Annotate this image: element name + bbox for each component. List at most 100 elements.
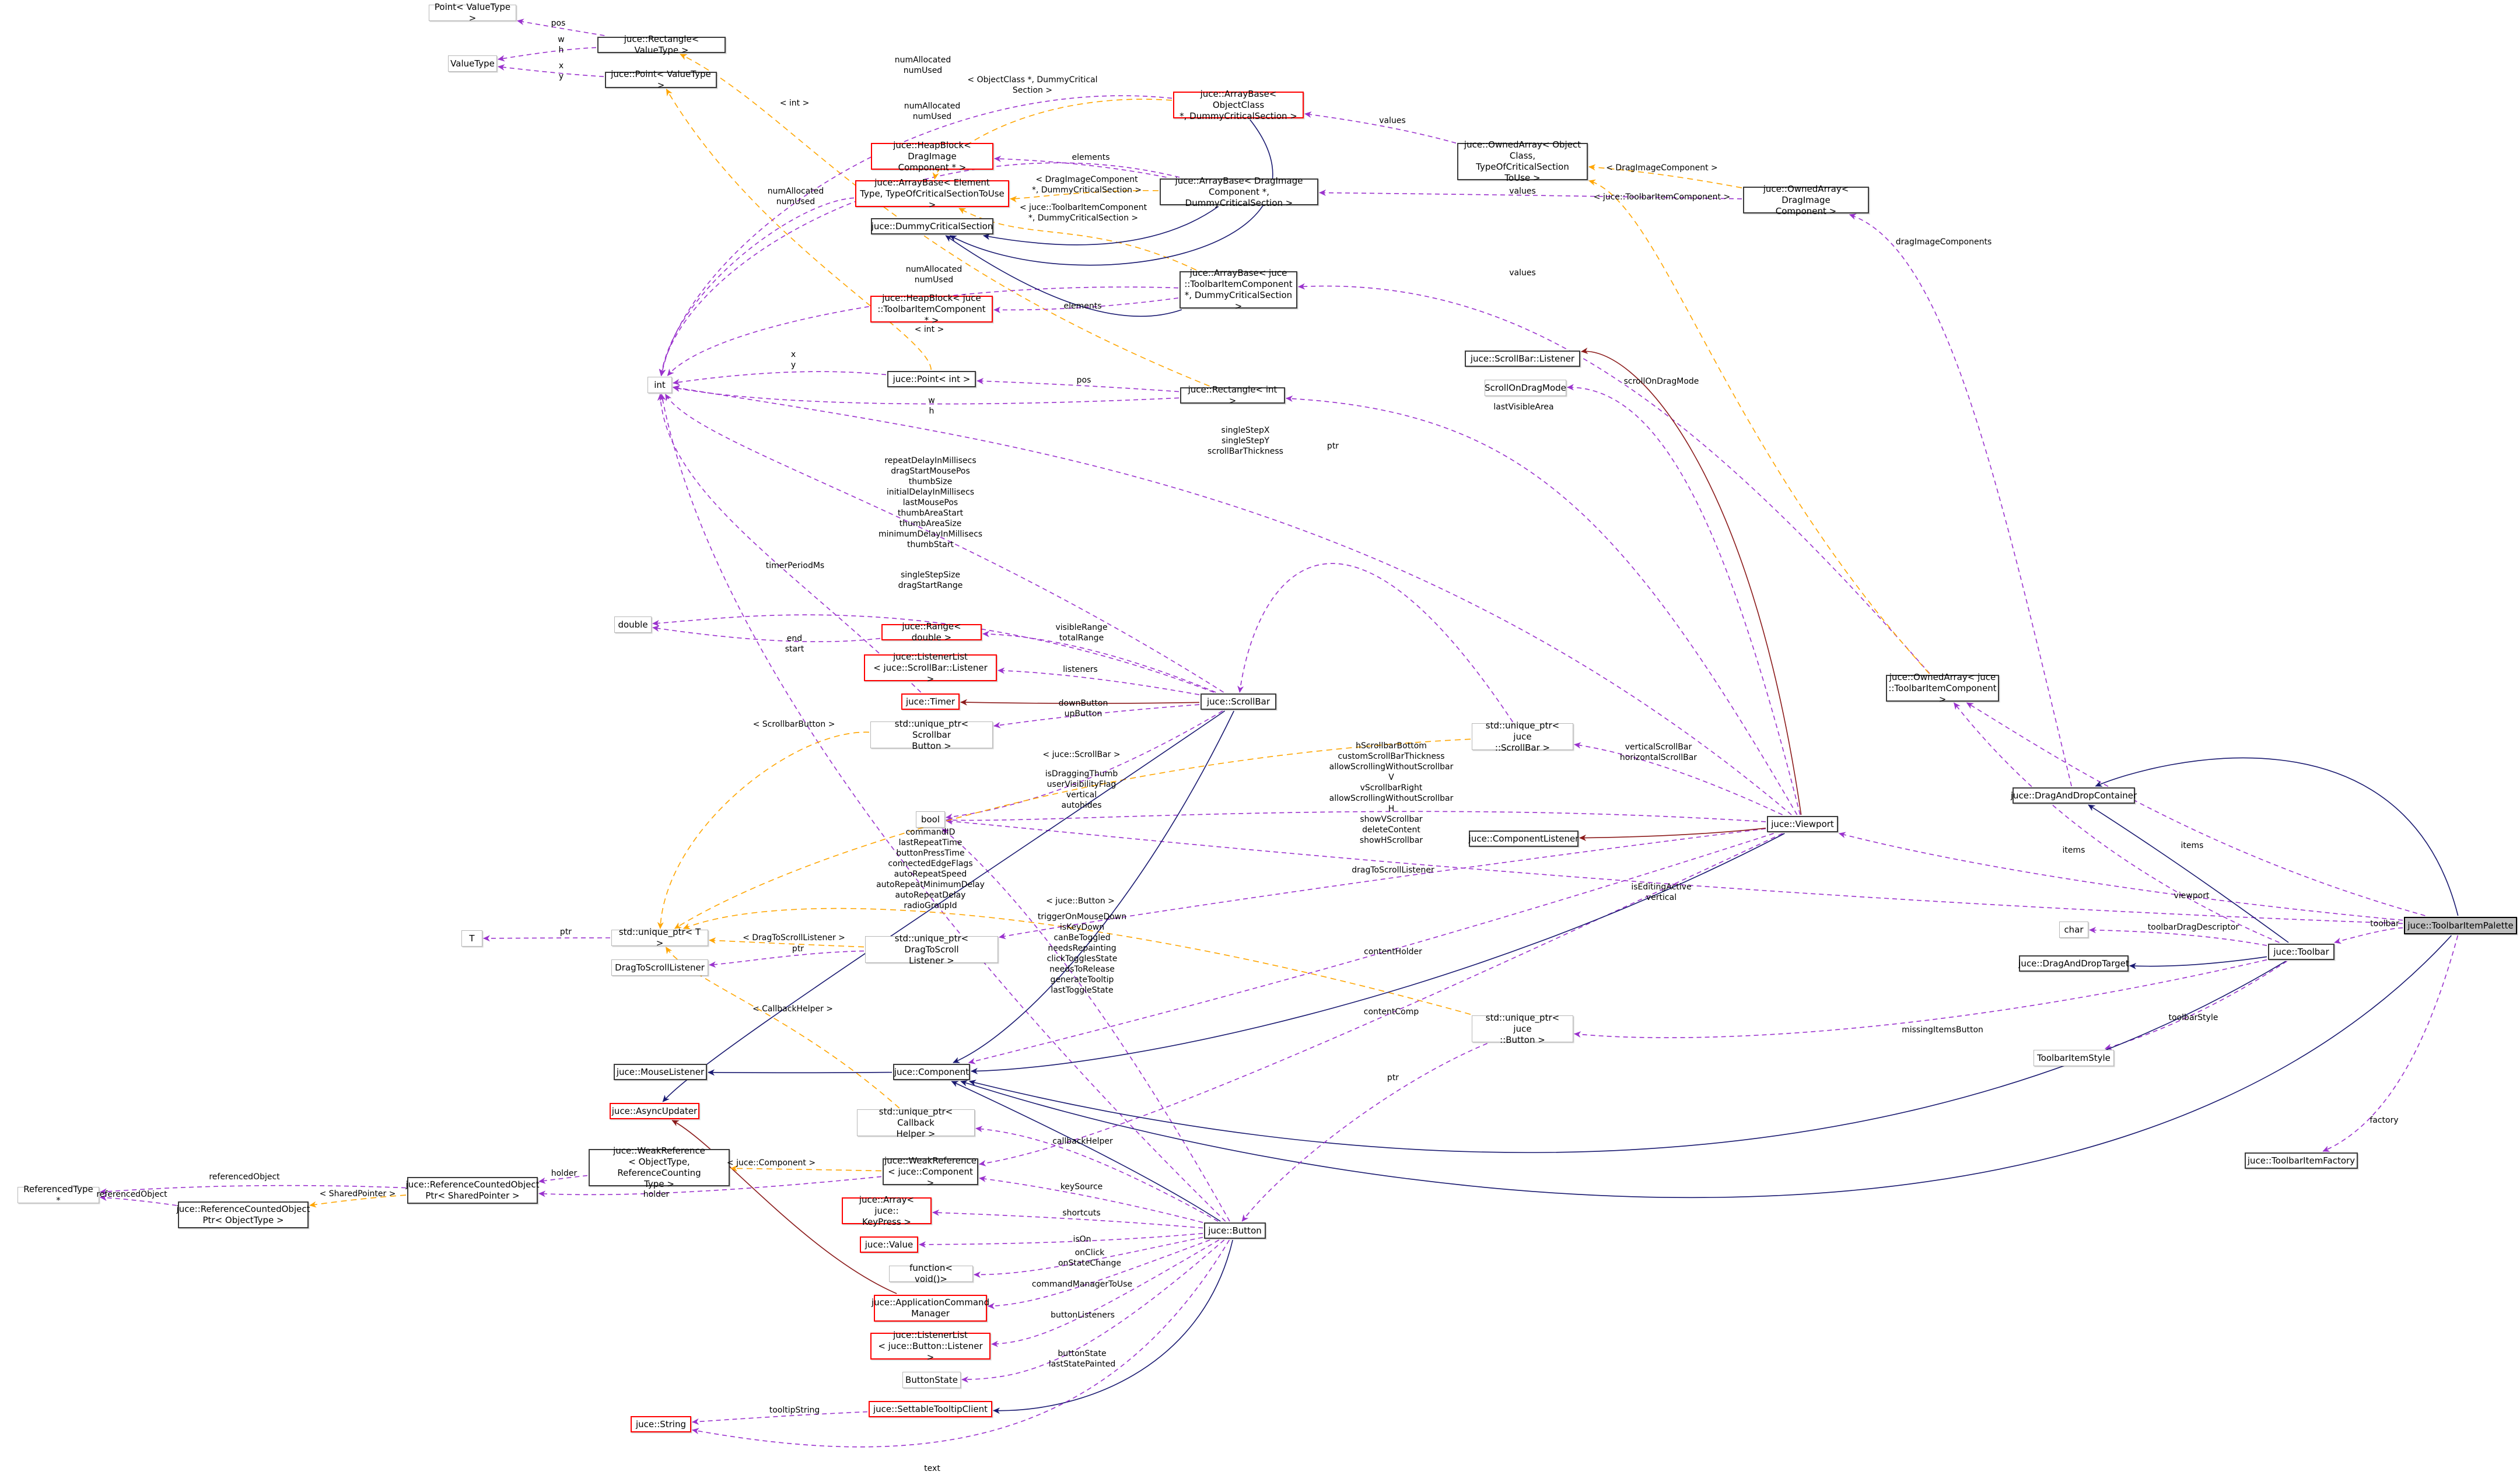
node-dragtoscrolllistener[interactable]: DragToScrollListener — [611, 959, 708, 976]
edge-n34-n37 — [968, 961, 2286, 1153]
edge-n35-n37 — [960, 935, 2452, 1199]
node-int[interactable]: int — [648, 377, 672, 393]
node-ownedarray-toolbaritemcomponent[interactable]: juce::OwnedArray< juce ::ToolbarItemComp… — [1886, 672, 1999, 705]
node-uniqueptr-juce-scrollbar[interactable]: std::unique_ptr< juce ::ScrollBar > — [1472, 720, 1573, 753]
node-arraybase-objectclass-label: juce::ArrayBase< ObjectClass *, DummyCri… — [1180, 88, 1297, 121]
node-t[interactable]: T — [461, 930, 482, 947]
node-arraybase-objectclass[interactable]: juce::ArrayBase< ObjectClass *, DummyCri… — [1173, 89, 1304, 121]
node-juce-point-valuetype-label: juce::Point< ValueType > — [611, 69, 711, 90]
node-juce-draganddropcontainer[interactable]: juce::DragAndDropContainer — [2011, 787, 2137, 804]
edge-n13-n11 — [945, 235, 1182, 317]
node-applicationcommandmanager[interactable]: juce::ApplicationCommand Manager — [872, 1295, 989, 1322]
node-juce-component-label: juce::Component — [894, 1066, 970, 1077]
edge-n35-n27 — [1838, 832, 2403, 921]
node-double[interactable]: double — [614, 616, 652, 633]
node-arraybase-dragimagecomponent[interactable]: juce::ArrayBase< DragImage Component *, … — [1160, 176, 1318, 208]
node-juce-viewport[interactable]: juce::Viewport — [1767, 816, 1838, 832]
node-scrollondragmode[interactable]: ScrollOnDragMode — [1485, 380, 1566, 396]
edge-n43-n44 — [988, 1239, 1210, 1309]
edge-n9-n8 — [1588, 164, 1742, 188]
node-referencecountedobjectptr-objecttype-label: juce::ReferenceCountedObject Ptr< Object… — [176, 1204, 310, 1225]
node-juce-asyncupdater[interactable]: juce::AsyncUpdater — [610, 1103, 699, 1119]
node-juce-toolbar-label: juce::Toolbar — [2273, 946, 2329, 957]
edge-n7-n15 — [659, 162, 1180, 376]
node-uniqueptr-dragtoscrolllistener-label: std::unique_ptr< DragToScroll Listener > — [894, 933, 969, 966]
node-arraybase-dragimagecomponent-label: juce::ArrayBase< DragImage Component *, … — [1175, 175, 1303, 208]
node-toolbaritemstyle[interactable]: ToolbarItemStyle — [2034, 1050, 2114, 1066]
node-valuetype[interactable]: ValueType — [448, 55, 497, 72]
node-uniqueptr-juce-button[interactable]: std::unique_ptr< juce ::Button > — [1472, 1012, 1573, 1045]
node-juce-draganddroptarget-label: juce::DragAndDropTarget — [2018, 958, 2129, 969]
node-uniqueptr-t[interactable]: std::unique_ptr< T > — [611, 927, 708, 948]
node-toolbaritemstyle-label: ToolbarItemStyle — [2037, 1052, 2110, 1063]
edge-n38-n56 — [665, 947, 900, 1109]
node-juce-scrollbar[interactable]: juce::ScrollBar — [1200, 693, 1276, 710]
node-listenerlist-button-listener-label: juce::ListenerList < juce::Button::Liste… — [878, 1329, 983, 1362]
node-juce-rectangle-valuetype[interactable]: juce::Rectangle< ValueType > — [597, 34, 726, 55]
node-juce-value[interactable]: juce::Value — [860, 1236, 918, 1253]
node-point-valuetype-generic[interactable]: Point< ValueType > — [429, 2, 516, 23]
edge-n7-n6 — [994, 155, 1167, 178]
node-t-label: T — [469, 933, 475, 944]
node-juce-array-keypress[interactable]: juce::Array< juce:: KeyPress > — [842, 1194, 932, 1227]
node-buttonstate[interactable]: ButtonState — [902, 1372, 961, 1388]
node-juce-settabletooltipclient[interactable]: juce::SettableTooltipClient — [869, 1401, 992, 1417]
node-juce-mouselistener[interactable]: juce::MouseListener — [614, 1064, 707, 1080]
node-heapblock-toolbaritemcomponent-label: juce::HeapBlock< juce ::ToolbarItemCompo… — [877, 292, 986, 325]
node-buttonstate-label: ButtonState — [905, 1374, 958, 1385]
node-juce-range-double[interactable]: juce::Range< double > — [881, 621, 982, 643]
node-juce-timer[interactable]: juce::Timer — [901, 693, 960, 710]
node-juce-mouselistener-label: juce::MouseListener — [616, 1066, 705, 1077]
node-scrollbar-listener[interactable]: juce::ScrollBar::Listener — [1465, 351, 1580, 367]
node-uniqueptr-scrollbarbutton[interactable]: std::unique_ptr< Scrollbar Button > — [870, 719, 993, 751]
node-juce-toolbaritemfactory[interactable]: juce::ToolbarItemFactory — [2245, 1152, 2358, 1169]
node-arraybase-elementtype[interactable]: juce::ArrayBase< Element Type, TypeOfCri… — [855, 177, 1009, 210]
node-juce-string[interactable]: juce::String — [631, 1416, 691, 1432]
node-weakreference-juce-component[interactable]: juce::WeakReference < juce::Component > — [883, 1155, 978, 1188]
node-referencecountedobjectptr-objecttype[interactable]: juce::ReferenceCountedObject Ptr< Object… — [176, 1201, 310, 1228]
node-ownedarray-dragimagecomponent[interactable]: juce::OwnedArray< DragImage Component > — [1743, 184, 1869, 216]
node-juce-componentlistener[interactable]: juce::ComponentListener — [1469, 831, 1578, 847]
node-juce-point-int[interactable]: juce::Point< int > — [887, 371, 976, 387]
edge-n35-n28 — [1966, 702, 2426, 916]
node-dummycriticalsection-label: juce::DummyCriticalSection — [871, 220, 993, 232]
edge-n43-n47 — [993, 1239, 1233, 1414]
edge-n34-n29 — [2088, 804, 2289, 943]
node-listenerlist-scrollbar-listener[interactable]: juce::ListenerList < juce::ScrollBar::Li… — [864, 651, 997, 684]
node-bool[interactable]: bool — [916, 811, 945, 828]
node-uniqueptr-callbackhelper[interactable]: std::unique_ptr< Callback Helper > — [857, 1106, 975, 1139]
node-arraybase-toolbaritemcomponent[interactable]: juce::ArrayBase< juce ::ToolbarItemCompo… — [1180, 268, 1297, 311]
node-ownedarray-objectclass[interactable]: juce::OwnedArray< Object Class, TypeOfCr… — [1457, 139, 1588, 183]
edge-n34-n31 — [2129, 956, 2267, 969]
edge-n19-n59 — [652, 625, 881, 642]
node-juce-rectangle-int[interactable]: juce::Rectangle< int > — [1180, 384, 1285, 406]
node-uniqueptr-dragtoscrolllistener[interactable]: std::unique_ptr< DragToScroll Listener > — [865, 933, 998, 966]
node-referencedtype[interactable]: ReferencedType * — [18, 1184, 99, 1206]
node-double-label: double — [618, 619, 648, 630]
node-heapblock-toolbaritemcomponent[interactable]: juce::HeapBlock< juce ::ToolbarItemCompo… — [870, 292, 993, 325]
node-juce-draganddroptarget[interactable]: juce::DragAndDropTarget — [2018, 955, 2129, 972]
node-juce-component[interactable]: juce::Component — [893, 1064, 970, 1080]
node-arraybase-toolbaritemcomponent-label: juce::ArrayBase< juce ::ToolbarItemCompo… — [1184, 268, 1293, 311]
node-juce-toolbar[interactable]: juce::Toolbar — [2268, 944, 2334, 960]
edge-n27-n39 — [979, 833, 1783, 1166]
node-function-void[interactable]: function< void()> — [889, 1263, 973, 1284]
edge-n7-n11 — [983, 206, 1219, 246]
node-referencecountedobjectptr-sharedpointer[interactable]: juce::ReferenceCountedObject Ptr< Shared… — [405, 1177, 540, 1204]
node-juce-timer-label: juce::Timer — [905, 696, 956, 707]
node-juce-viewport-label: juce::Viewport — [1771, 818, 1834, 829]
edge-n25-n23 — [1237, 563, 1514, 723]
edge-n27-n25 — [1574, 742, 1783, 815]
node-juce-point-valuetype[interactable]: juce::Point< ValueType > — [605, 69, 717, 90]
edge-n35-n29 — [2095, 757, 2459, 916]
node-listenerlist-button-listener[interactable]: juce::ListenerList < juce::Button::Liste… — [870, 1329, 991, 1362]
node-juce-toolbaritempalette[interactable]: juce::ToolbarItemPalette — [2404, 917, 2517, 934]
node-heapblock-dragimagecomponent[interactable]: juce::HeapBlock< DragImage Component * > — [871, 139, 993, 173]
node-referencecountedobjectptr-sharedpointer-label: juce::ReferenceCountedObject Ptr< Shared… — [405, 1179, 540, 1201]
node-heapblock-dragimagecomponent-label: juce::HeapBlock< DragImage Component * > — [893, 139, 971, 173]
node-weakreference-objecttype[interactable]: juce::WeakReference < ObjectType, Refere… — [589, 1145, 730, 1189]
edge-n43-n24 — [942, 828, 1230, 1222]
node-juce-button[interactable]: juce::Button — [1204, 1222, 1266, 1239]
node-dummycriticalsection[interactable]: juce::DummyCriticalSection — [871, 218, 993, 234]
node-char[interactable]: char — [2059, 922, 2088, 938]
